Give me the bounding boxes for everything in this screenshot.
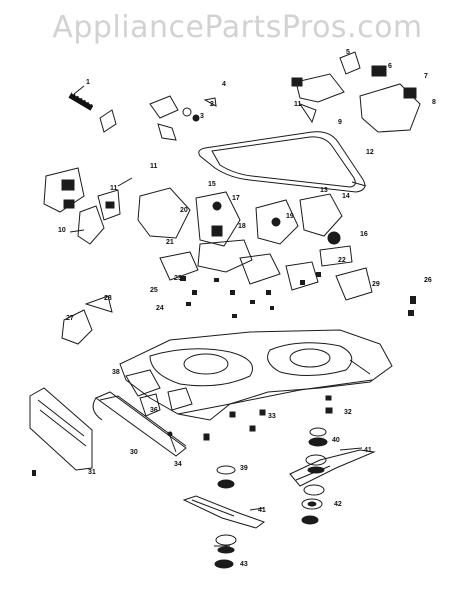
left-bracket-assembly	[43, 167, 121, 245]
callout-5: 5	[346, 49, 350, 56]
drive-belt-inner	[211, 136, 356, 188]
callout-10: 10	[58, 227, 66, 234]
right-spindle-stack	[301, 395, 333, 525]
callout-25: 25	[150, 287, 158, 294]
front-bumper-bar	[92, 391, 187, 457]
callout-39: 39	[240, 465, 248, 472]
callout-9: 9	[338, 119, 342, 126]
callout-27: 27	[66, 315, 74, 322]
callout-1: 1	[86, 79, 90, 86]
callout-4: 4	[222, 81, 226, 88]
callout-36: 36	[150, 407, 158, 414]
callout-11c: 11	[294, 101, 302, 108]
spring-part	[68, 92, 95, 111]
callout-19: 19	[286, 213, 294, 220]
callout-23: 23	[174, 275, 182, 282]
mower-deck-housing	[119, 329, 393, 421]
callout-11b: 11	[150, 163, 158, 170]
bolt-part	[167, 431, 177, 453]
callout-13: 13	[320, 187, 328, 194]
callout-8: 8	[432, 99, 436, 106]
left-mower-blade	[182, 495, 266, 529]
callout-16: 16	[360, 231, 368, 238]
callout-40: 40	[332, 437, 340, 444]
callout-7: 7	[424, 73, 428, 80]
center-spindle-assembly	[137, 187, 373, 301]
left-spindle-stack	[203, 409, 266, 569]
right-mower-blade	[289, 449, 376, 487]
callout-21: 21	[166, 239, 174, 246]
callout-33: 33	[268, 413, 276, 420]
watermark-text: AppliancePartsPros.com	[52, 10, 423, 45]
callout-20: 20	[180, 207, 188, 214]
small-hardware	[32, 272, 416, 476]
deck-support-bracket	[125, 369, 193, 417]
callout-24: 24	[156, 305, 164, 312]
callout-28: 28	[104, 295, 112, 302]
front-guard-plate	[29, 387, 93, 471]
callout-22: 22	[338, 257, 346, 264]
callout-18: 18	[238, 223, 246, 230]
top-right-assembly	[291, 51, 421, 133]
left-hanger-parts	[61, 295, 113, 345]
callout-3: 3	[200, 113, 204, 120]
callout-30: 30	[130, 449, 138, 456]
callout-43: 43	[240, 561, 248, 568]
callout-15: 15	[208, 181, 216, 188]
callout-11a: 11	[110, 185, 118, 192]
callout-38: 38	[112, 369, 120, 376]
callout-42: 42	[334, 501, 342, 508]
callout-17: 17	[232, 195, 240, 202]
callout-12: 12	[366, 149, 374, 156]
drive-belt	[198, 131, 366, 193]
callout-2: 2	[210, 101, 214, 108]
callout-14: 14	[342, 193, 350, 200]
callout-29: 29	[372, 281, 380, 288]
callout-34: 34	[174, 461, 182, 468]
callout-labels: 1 2 3 4 5 6 7 8 9 10 11 11 11 12 13 14 1…	[58, 49, 436, 568]
callout-41a: 41	[364, 447, 372, 454]
callout-31: 31	[88, 469, 96, 476]
callout-6: 6	[388, 63, 392, 70]
callout-26: 26	[424, 277, 432, 284]
upper-bracket-parts	[99, 95, 217, 141]
leader-lines	[69, 85, 371, 547]
callout-32: 32	[344, 409, 352, 416]
callout-41b: 41	[258, 507, 266, 514]
